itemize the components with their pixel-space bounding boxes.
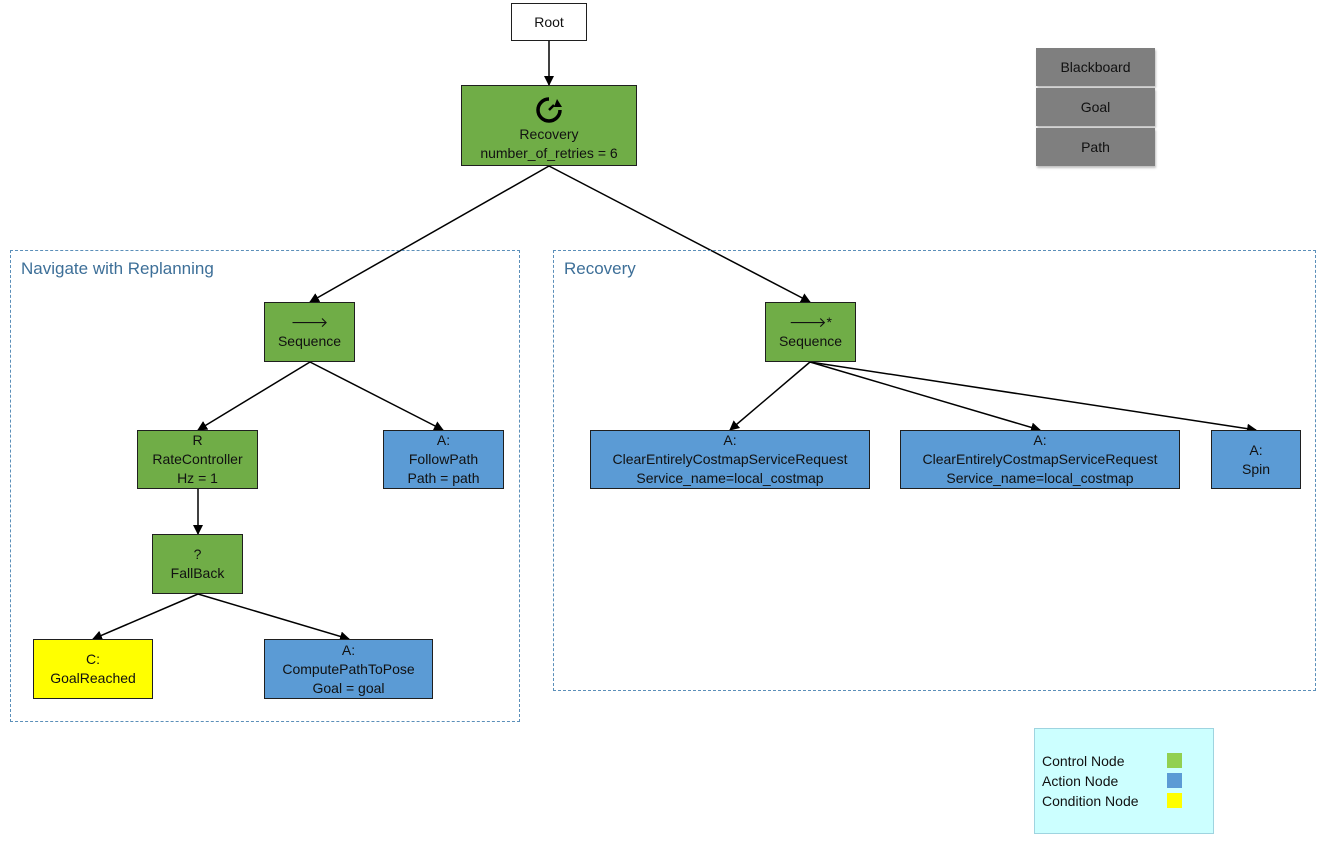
group-recovery-title: Recovery — [564, 259, 636, 278]
legend-action-swatch — [1167, 773, 1182, 788]
legend-control-label: Control Node — [1042, 753, 1125, 769]
nav-sequence-label: Sequence — [277, 333, 342, 349]
followpath-param: Path = path — [407, 470, 480, 486]
fallback-symbol: ? — [193, 546, 202, 562]
edge-fallback-computepath — [197, 593, 350, 642]
edge-seq-followpath — [309, 361, 444, 431]
clear2-label: ClearEntirelyCostmapServiceRequest — [922, 451, 1158, 467]
recovery-root-node: Recovery number_of_retries = 6 — [461, 85, 637, 166]
computepath-node: A: ComputePathToPose Goal = goal — [264, 639, 433, 699]
blackboard-entry-goal: Goal — [1036, 88, 1155, 126]
rate-controller-param: Hz = 1 — [177, 470, 218, 486]
recovery-root-label: Recovery — [519, 126, 579, 142]
computepath-label: ComputePathToPose — [282, 660, 415, 677]
edge-recseq-spin — [809, 361, 1257, 434]
computepath-param: Goal = goal — [312, 679, 385, 696]
clear1-param: Service_name=local_costmap — [636, 470, 824, 486]
goalreached-prefix: C: — [86, 651, 100, 667]
blackboard-header: Blackboard — [1036, 48, 1155, 86]
rate-controller-label: RateController — [152, 451, 243, 467]
followpath-prefix: A: — [436, 432, 451, 448]
legend-condition-swatch — [1167, 793, 1182, 808]
legend-control-swatch — [1167, 753, 1182, 768]
rate-controller-node: R RateController Hz = 1 — [137, 430, 258, 489]
nav-sequence-node: 🡒 Sequence — [264, 302, 355, 362]
edge-recseq-clear1 — [729, 361, 811, 431]
followpath-label: FollowPath — [408, 451, 479, 467]
root-node: Root — [511, 3, 587, 41]
blackboard-header-label: Blackboard — [1060, 59, 1131, 75]
spin-label: Spin — [1241, 460, 1271, 477]
blackboard-path-label: Path — [1081, 139, 1110, 155]
edge-recovery-nav-sequence — [309, 165, 550, 303]
legend-action-label: Action Node — [1042, 773, 1119, 789]
blackboard-goal-label: Goal — [1080, 99, 1111, 115]
fallback-label: FallBack — [170, 565, 225, 581]
recovery-cycle-icon — [536, 97, 562, 123]
legend: Control Node Action Node Condition Node — [1034, 728, 1214, 834]
rate-controller-symbol: R — [192, 432, 203, 448]
followpath-node: A: FollowPath Path = path — [383, 430, 504, 489]
fallback-node: ? FallBack — [152, 534, 243, 594]
spin-prefix: A: — [1249, 441, 1263, 458]
rec-sequence-node: 🡒* Sequence — [765, 302, 856, 362]
spin-node: A: Spin — [1211, 430, 1301, 489]
sequence-arrow-icon: 🡒 — [290, 314, 329, 330]
blackboard-entry-path: Path — [1036, 128, 1155, 166]
clear1-label: ClearEntirelyCostmapServiceRequest — [612, 451, 848, 467]
clear1-prefix: A: — [723, 432, 737, 448]
edge-recovery-rec-sequence — [548, 165, 811, 303]
clear2-param: Service_name=local_costmap — [946, 470, 1134, 486]
group-navigate-title: Navigate with Replanning — [21, 259, 214, 278]
edge-recseq-clear2 — [809, 361, 1041, 433]
clear-costmap-node-1: A: ClearEntirelyCostmapServiceRequest Se… — [590, 430, 870, 489]
rec-sequence-label: Sequence — [778, 333, 843, 349]
goalreached-node: C: GoalReached — [33, 639, 153, 699]
group-navigate-with-replanning: Navigate with Replanning — [10, 250, 520, 722]
clear-costmap-node-2: A: ClearEntirelyCostmapServiceRequest Se… — [900, 430, 1180, 489]
sequence-star-arrow-icon: 🡒* — [789, 314, 832, 330]
clear2-prefix: A: — [1033, 432, 1047, 448]
group-recovery: Recovery — [553, 250, 1316, 691]
recovery-root-param: number_of_retries = 6 — [480, 145, 618, 161]
edge-fallback-goalreached — [92, 593, 199, 641]
edge-seq-rate — [197, 361, 311, 431]
computepath-prefix: A: — [341, 641, 356, 658]
goalreached-label: GoalReached — [50, 670, 136, 686]
root-label: Root — [534, 13, 564, 30]
legend-condition-label: Condition Node — [1042, 793, 1139, 809]
